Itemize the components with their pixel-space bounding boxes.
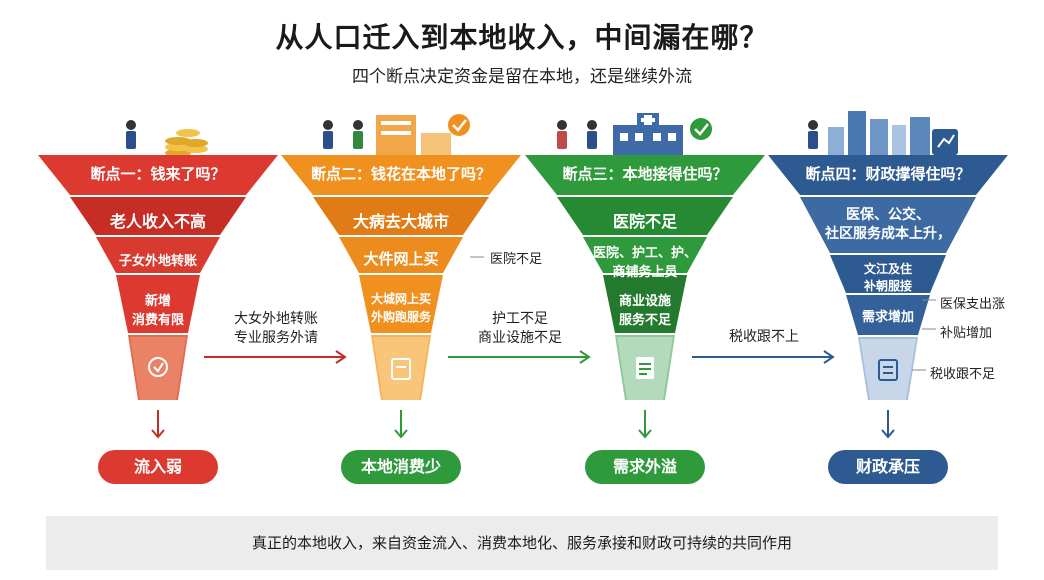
down-arrow-icon	[638, 410, 652, 439]
funnel-4-shape	[768, 155, 1008, 400]
funnel-2-tier-1: 大病去大城市	[352, 212, 449, 231]
funnel-1: 断点一：钱来了吗？ 老人收入不高 子女外地转账 新增 消费有限 流入弱	[38, 105, 278, 495]
funnel-2-result: 本地消费少	[341, 450, 461, 484]
down-arrow-icon	[394, 410, 408, 439]
right-arrow-icon	[204, 350, 347, 364]
shopping-building-icon	[323, 114, 470, 155]
funnel-3-tier-2b: 商铺务上员	[612, 265, 678, 280]
funnel-4-side-label-1: 医保支出涨	[940, 297, 1006, 312]
funnel-1-tier-3a: 新增	[144, 294, 171, 309]
page-title: 从人口迁入到本地收入，中间漏在哪？	[275, 21, 769, 54]
funnel-3-result: 需求外溢	[585, 450, 705, 484]
right-arrow-icon	[692, 350, 835, 364]
hospital-icon	[557, 113, 712, 157]
footer-summary: 真正的本地收入，来自资金流入、消费本地化、服务承接和财政可持续的共同作用	[46, 516, 998, 570]
side-tick	[922, 299, 936, 301]
side-tick	[912, 369, 926, 371]
funnel-1-tier-1: 老人收入不高	[109, 212, 206, 231]
funnel-4: 断点四：财政撑得住吗？ 医保、公交、 社区服务成本上升， 文江及住 补朝服接 需…	[768, 105, 1008, 495]
funnel-3-tier-1: 医院不足	[612, 212, 677, 231]
funnel-2-header: 断点二：钱花在本地了吗？	[310, 165, 491, 183]
connector-3-line-1: 税收跟不上	[729, 329, 799, 345]
city-buildings-icon	[808, 111, 958, 157]
connector-3-label: 税收跟不上	[694, 328, 834, 347]
funnel-1-tier-3b: 消费有限	[131, 313, 184, 328]
funnel-4-result: 财政承压	[828, 450, 948, 484]
connector-1-line-2: 专业服务外请	[234, 330, 318, 346]
funnel-3-tier-3b: 服务不足	[618, 313, 671, 328]
down-arrow-icon	[151, 410, 165, 439]
connector-2-line-2: 商业设施不足	[478, 330, 562, 346]
funnel-2-tier-3a: 大城网上买	[370, 292, 431, 306]
down-arrow-icon	[881, 410, 895, 439]
funnel-3-tier-3a: 商业设施	[618, 294, 671, 309]
funnel-3-header: 断点三：本地接得住吗？	[562, 165, 728, 183]
funnel-1-tier-2: 子女外地转账	[118, 254, 197, 269]
funnel-4-side-label-2: 补贴增加	[940, 326, 993, 341]
funnel-2-shape	[281, 155, 521, 400]
funnel-3-shape	[525, 155, 765, 400]
funnel-4-side-label-3: 税收跟不足	[930, 367, 996, 382]
connector-2-label: 护工不足 商业设施不足	[450, 310, 590, 348]
connector-1-line-1: 大女外地转账	[234, 311, 318, 327]
funnel-4-tier-3: 需求增加	[861, 310, 914, 325]
funnel-1-shape	[38, 155, 278, 400]
funnel-4-header: 断点四：财政撑得住吗？	[805, 165, 971, 183]
funnel-1-result: 流入弱	[98, 450, 218, 484]
connector-1-label: 大女外地转账 专业服务外请	[206, 310, 346, 348]
side-tick	[922, 328, 936, 330]
funnel-4-tier-2b: 补朝服接	[863, 279, 912, 293]
funnel-3-tier-2a: 医院、护工、护、	[592, 246, 697, 261]
funnel-4-tier-1b: 社区服务成本上升，	[825, 226, 951, 242]
right-arrow-icon	[448, 350, 591, 364]
funnel-1-header: 断点一：钱来了吗？	[90, 165, 226, 183]
funnel-4-tier-1a: 医保、公交、	[846, 207, 930, 223]
funnel-2: 断点二：钱花在本地了吗？ 大病去大城市 大件网上买 大城网上买 外购跑服务 本地…	[281, 105, 521, 495]
connector-2-line-1: 护工不足	[492, 311, 548, 327]
funnel-2-tier-3b: 外购跑服务	[370, 310, 431, 324]
funnel-2-tier-2: 大件网上买	[363, 250, 439, 268]
funnel-3: 断点三：本地接得住吗？ 医院不足 医院、护工、护、 商铺务上员 商业设施 服务不…	[525, 105, 765, 495]
side-tick	[470, 256, 484, 258]
funnel-2-side-label: 医院不足	[490, 252, 543, 267]
page-subtitle: 四个断点决定资金是留在本地，还是继续外流	[352, 67, 692, 87]
funnel-4-tier-2a: 文江及住	[863, 262, 912, 276]
